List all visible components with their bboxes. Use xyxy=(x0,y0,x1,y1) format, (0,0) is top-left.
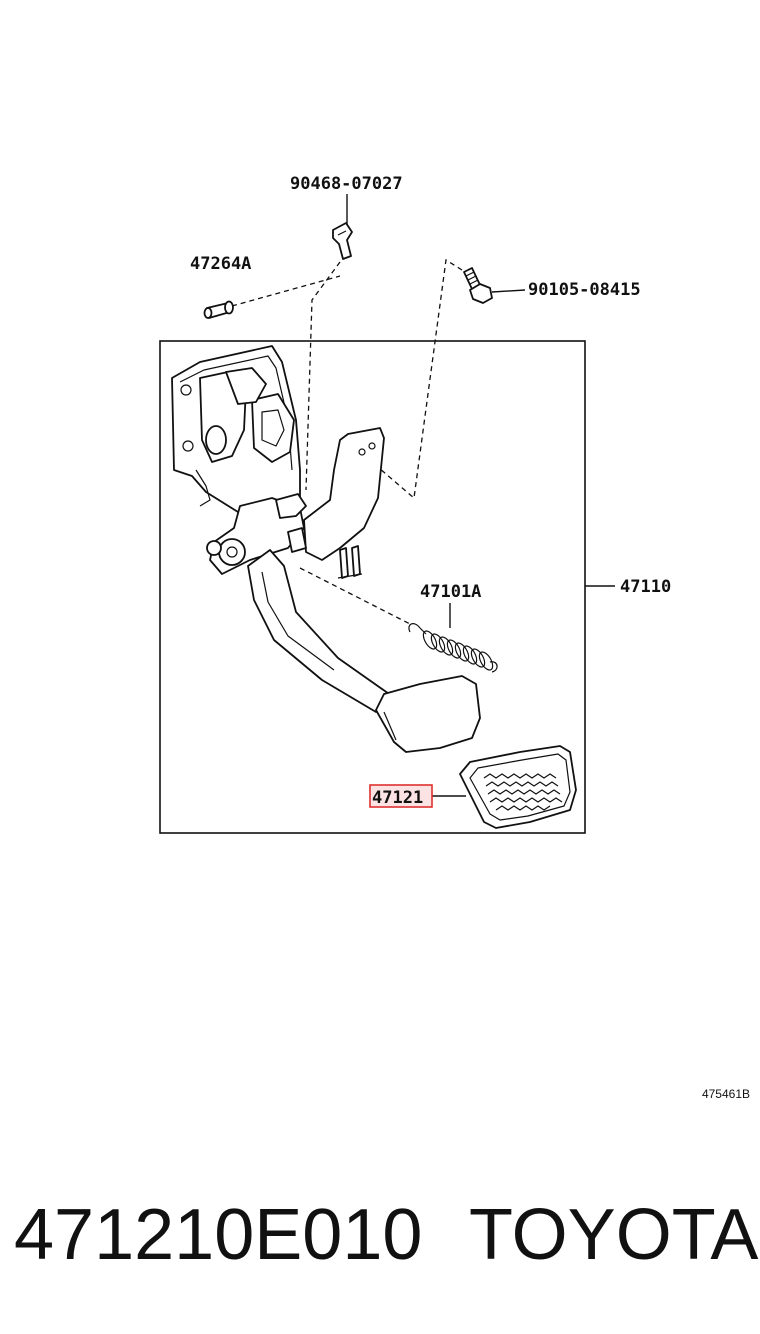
label-47110[interactable]: 47110 xyxy=(620,577,671,597)
dashed-line-spring xyxy=(299,567,413,626)
bolt-part xyxy=(463,267,526,304)
label-90105-08415[interactable]: 90105-08415 xyxy=(528,280,641,300)
pin-part xyxy=(203,300,234,319)
label-47264A[interactable]: 47264A xyxy=(190,254,251,274)
dashed-line-bolt xyxy=(371,258,463,500)
footer-brand: TOYOTA xyxy=(469,1195,759,1275)
label-47121[interactable]: 47121 xyxy=(372,788,423,808)
spring-part xyxy=(408,603,498,673)
assembly-frame xyxy=(159,340,586,834)
illustration-id: 475461B xyxy=(701,1087,750,1101)
pedal-bracket xyxy=(171,345,301,516)
dashed-line-clip xyxy=(305,261,341,491)
pedal-pad xyxy=(375,675,481,753)
pedal-pad-cover xyxy=(432,745,577,829)
tread-pattern xyxy=(483,773,563,811)
clip-part xyxy=(332,194,353,260)
label-90468-07027[interactable]: 90468-07027 xyxy=(290,174,403,194)
mounting-bracket xyxy=(303,427,385,579)
footer-caption: 471210E010 TOYOTA xyxy=(14,1190,758,1280)
highlight-box xyxy=(369,784,433,808)
label-47101A[interactable]: 47101A xyxy=(420,582,481,602)
footer-part-number: 471210E010 xyxy=(14,1195,423,1275)
dashed-line-pin xyxy=(231,275,341,307)
